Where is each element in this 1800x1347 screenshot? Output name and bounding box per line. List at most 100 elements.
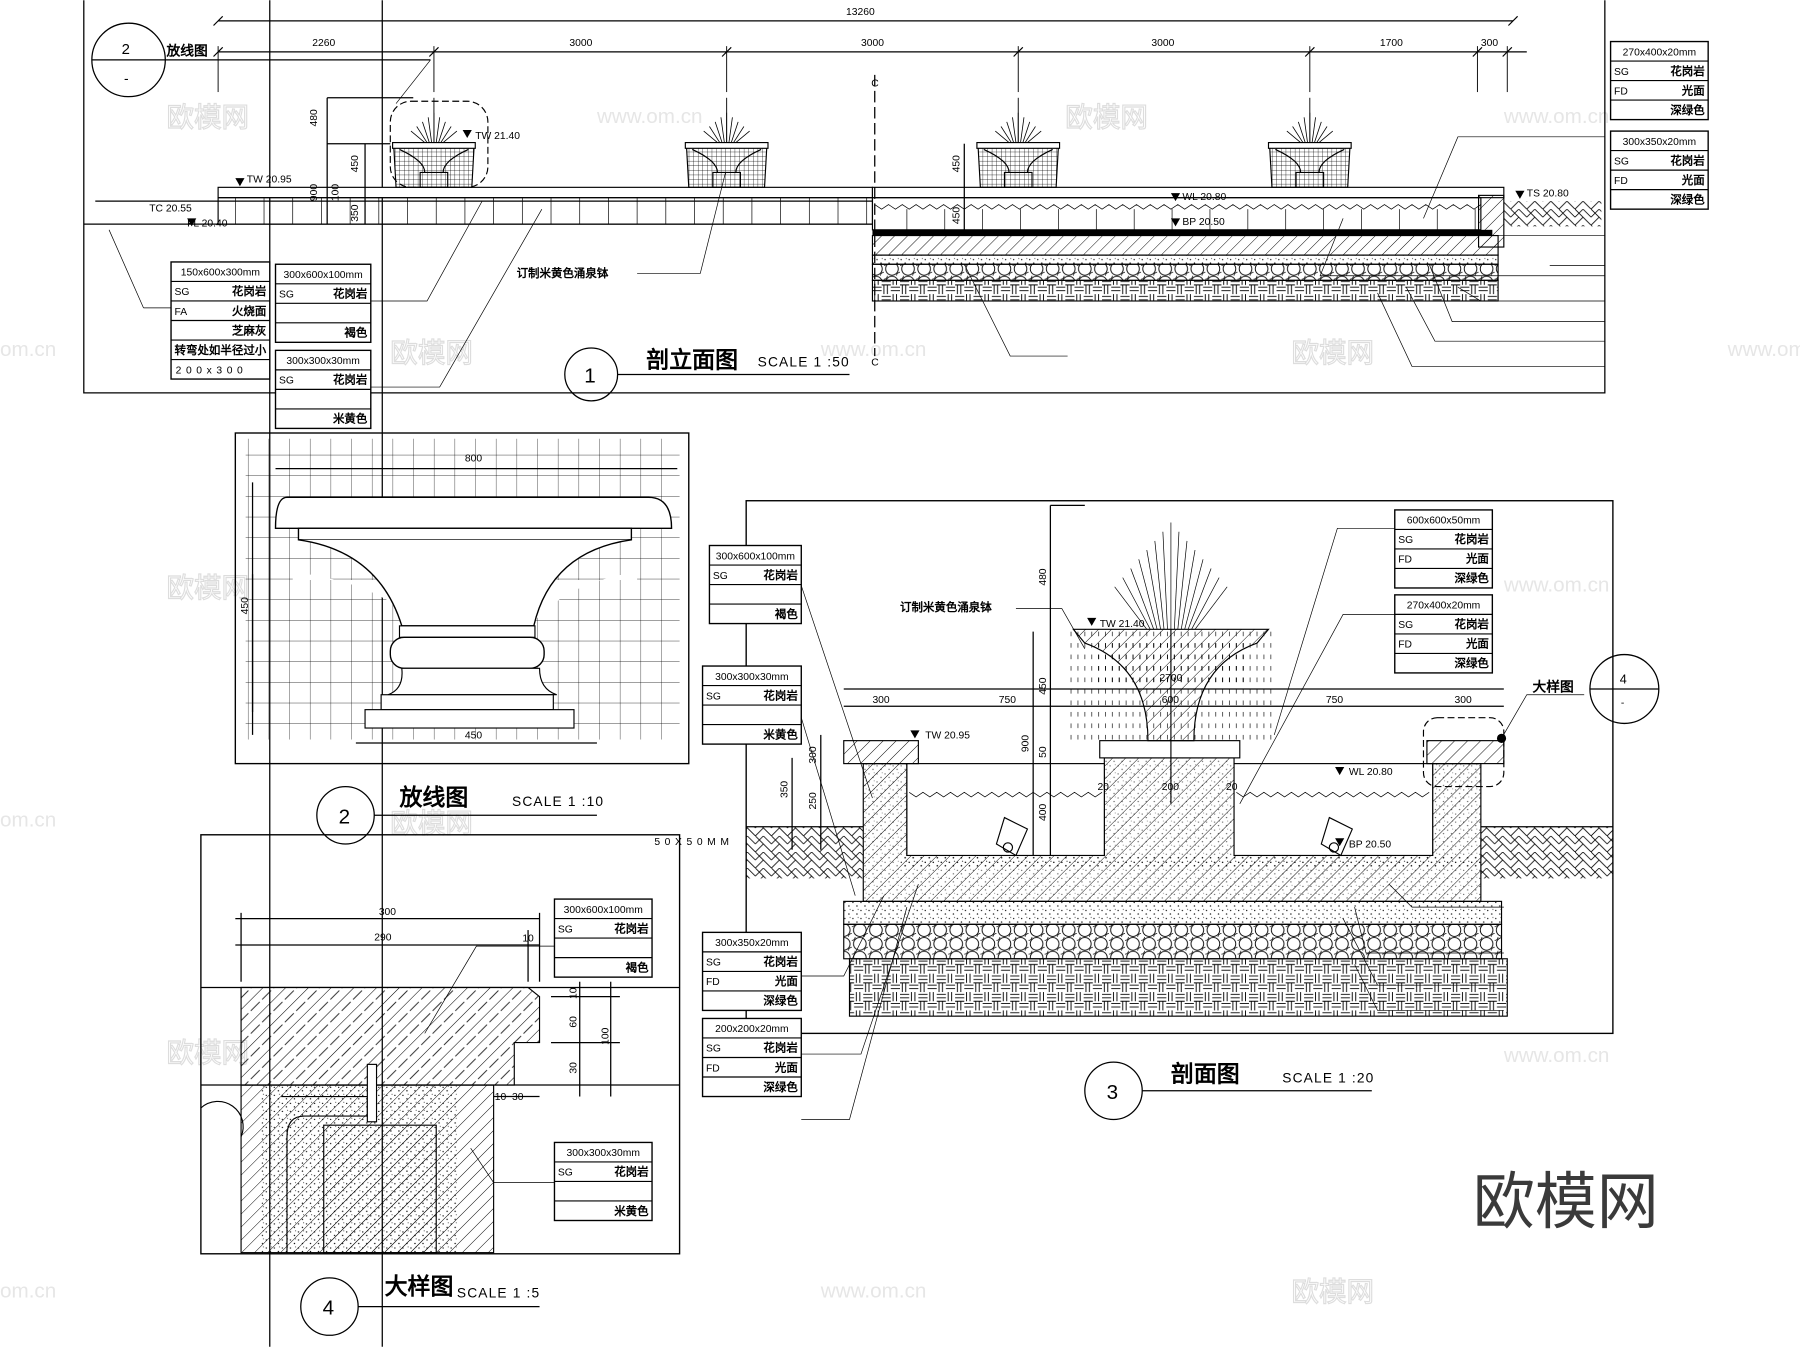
detail-ref-number: 4	[1620, 672, 1627, 686]
dim-label: 30	[512, 1092, 524, 1103]
dim-label: 750	[1326, 695, 1343, 706]
level-marker: FL 20.40	[187, 218, 228, 229]
watermark-logo: 欧模网	[166, 572, 249, 604]
dim-label: 200	[1162, 782, 1179, 793]
dim-label: 300	[808, 746, 819, 763]
dim-label: 3000	[569, 38, 592, 49]
dim-label: 3000	[1151, 38, 1174, 49]
ref-number: 2	[122, 41, 130, 58]
level-marker: WL 20.80	[1182, 192, 1226, 203]
dim-label: 300	[379, 907, 396, 918]
table-material: 米黄色	[613, 1204, 649, 1218]
table-code: SG	[706, 1044, 721, 1055]
table-code: SG	[1614, 156, 1629, 167]
drawing-number: 1	[584, 364, 596, 387]
drawing-scale: SCALE 1 :50	[758, 354, 850, 369]
table-material: 光面	[1465, 552, 1489, 566]
table-material: 褐色	[625, 960, 649, 974]
fountain-planter	[1267, 97, 1352, 188]
table-material: 深绿色	[1670, 192, 1705, 206]
dim-label: 750	[999, 695, 1016, 706]
table-material: 花岗岩	[333, 373, 368, 387]
overall-dimension: 13260	[846, 7, 875, 18]
dim-label: 10	[522, 934, 534, 945]
section-mark: C	[871, 78, 879, 89]
watermark-site: www.om.cn	[596, 105, 703, 128]
table-code: SG	[706, 691, 721, 702]
dim-label: 2260	[312, 38, 335, 49]
dim-label: 10	[495, 1092, 507, 1103]
dim-label: 10	[568, 987, 579, 999]
table-code: SG	[1398, 620, 1413, 631]
watermark-site: www.om.cn	[820, 1279, 927, 1302]
detail-ref-sub: -	[1621, 698, 1624, 709]
dim-label: 450	[952, 155, 963, 172]
table-material: 花岗岩	[1670, 64, 1705, 78]
table-code: SG	[713, 571, 728, 582]
table-material: 深绿色	[763, 1080, 798, 1094]
table-material: 花岗岩	[763, 955, 798, 969]
drawing-scale: SCALE 1 :20	[1282, 1071, 1374, 1086]
dim-label: 30	[568, 1062, 579, 1074]
table-material: 光面	[774, 974, 798, 988]
dim-label: 60	[568, 1016, 579, 1028]
table-material: 光面	[1465, 637, 1489, 651]
drawing-title: 放线图	[398, 784, 468, 811]
dim-label: 20	[1097, 782, 1109, 793]
ref-label: 放线图	[165, 42, 207, 59]
watermark-logo: 欧模网	[390, 337, 473, 369]
table-code: FD	[1614, 176, 1628, 187]
table-code: FD	[1398, 640, 1412, 651]
table-code: SG	[174, 287, 189, 298]
dim-label: 50	[1038, 746, 1049, 758]
table-material: 光面	[1681, 173, 1705, 187]
level-marker: TW 21.40	[475, 131, 520, 142]
drawing-number: 3	[1107, 1081, 1119, 1104]
level-marker: TW 21.40	[1100, 619, 1145, 630]
drawing-4-detail: 50X50MM 300 290 10 10 60 100 30 10 30 4 …	[200, 834, 733, 1336]
dim-label: 480	[1038, 568, 1049, 585]
table-size: 200x200x20mm	[715, 1024, 789, 1035]
watermark-logo: 欧模网	[1065, 101, 1148, 133]
watermark-site: om.cn	[0, 1279, 56, 1302]
dim-label: 1700	[1380, 38, 1403, 49]
dim-label: 20	[1226, 782, 1238, 793]
dim-label: 450	[465, 730, 482, 741]
table-code: SG	[279, 290, 294, 301]
table-material: 褐色	[343, 326, 367, 340]
table-material: 深绿色	[1454, 571, 1489, 585]
ref-sub: -	[124, 71, 129, 86]
fountain-planter	[684, 97, 769, 188]
dim-label: 450	[952, 207, 963, 224]
dim-label: 290	[374, 932, 391, 943]
watermark-site: www.om.cn	[1503, 1044, 1610, 1067]
grid-note: 50X50MM	[654, 837, 733, 848]
table-size: 600x600x50mm	[1407, 516, 1480, 527]
table-material: 花岗岩	[614, 1165, 649, 1179]
drawing-number: 2	[339, 805, 351, 828]
dim-label: 350	[780, 781, 791, 798]
level-marker: BP 20.50	[1349, 839, 1392, 850]
watermark-logo: 欧模网	[1291, 337, 1374, 369]
drawing-2-setting-out: 800 450 450 2 放线图 SCALE 1 :10	[234, 432, 690, 845]
watermark-logo: 欧模网	[1291, 1276, 1374, 1308]
dim-label: 450	[350, 155, 361, 172]
table-code: SG	[279, 376, 294, 387]
level-marker: WL 20.80	[1349, 767, 1393, 778]
dim-label: 100	[331, 184, 342, 201]
table-code: SG	[558, 1168, 573, 1179]
watermark-site: om.cn	[0, 338, 56, 361]
dim-label: 480	[309, 109, 320, 126]
callout-label: 订制米黄色涌泉钵	[517, 266, 609, 280]
detail-ref-label: 大样图	[1533, 678, 1574, 695]
fountain-plant	[1114, 522, 1228, 804]
level-marker: TW 20.95	[925, 730, 970, 741]
dim-label: 2700	[1159, 673, 1182, 684]
